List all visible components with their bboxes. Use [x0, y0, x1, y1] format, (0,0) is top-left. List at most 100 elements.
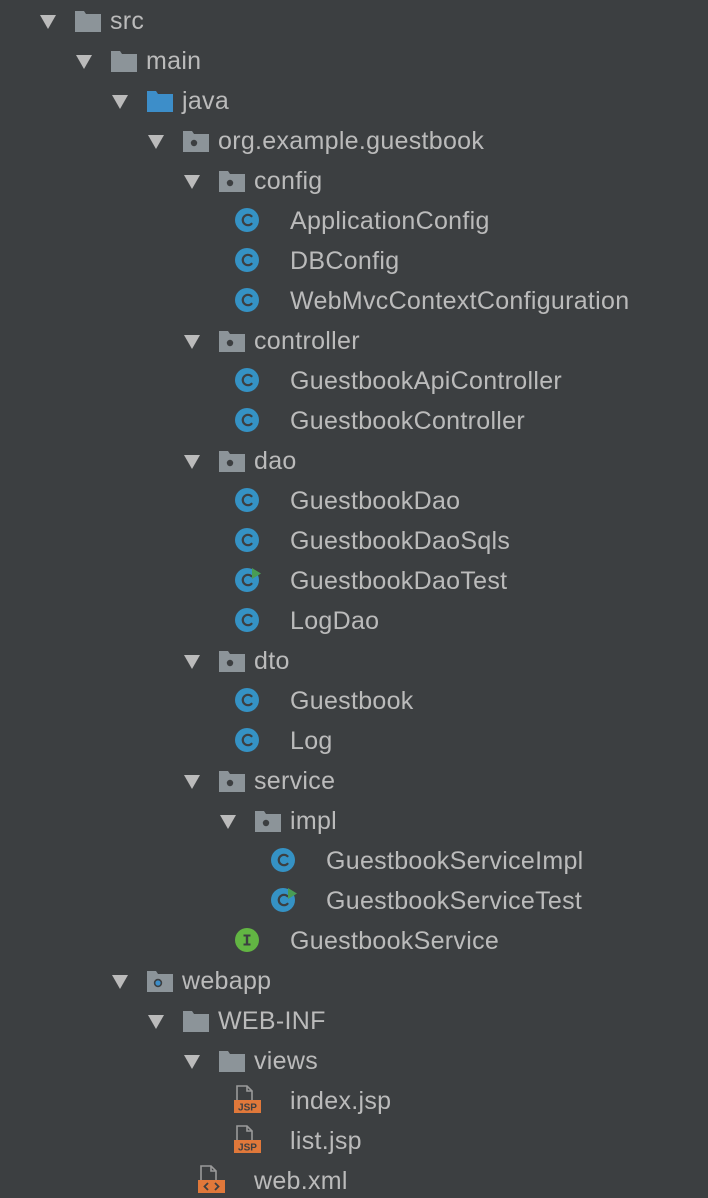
tree-node-label: webapp: [182, 967, 272, 995]
java-class-icon: [234, 247, 262, 273]
tree-node[interactable]: views: [0, 1041, 708, 1081]
jsp-file-icon: JSP: [233, 1085, 261, 1114]
expand-arrow-icon[interactable]: [182, 171, 202, 191]
java-class-icon: [234, 287, 262, 313]
java-class-icon: [234, 407, 262, 433]
expand-arrow-icon[interactable]: [146, 131, 166, 151]
tree-node-label: dto: [254, 647, 290, 675]
tree-node[interactable]: WebMvcContextConfiguration: [0, 281, 708, 321]
tree-node-label: GuestbookApiController: [290, 367, 563, 395]
expand-arrow-icon[interactable]: [74, 51, 94, 71]
tree-node-label: web.xml: [254, 1167, 348, 1195]
folder-icon: [110, 48, 138, 74]
tree-node-label: config: [254, 167, 323, 195]
tree-node[interactable]: GuestbookServiceTest: [0, 881, 708, 921]
tree-node-label: DBConfig: [290, 247, 400, 275]
package-icon: [218, 328, 246, 354]
tree-node-label: Guestbook: [290, 687, 414, 715]
tree-node-label: GuestbookService: [290, 927, 500, 955]
tree-node[interactable]: GuestbookDaoSqls: [0, 521, 708, 561]
expand-arrow-icon[interactable]: [182, 771, 202, 791]
java-class-icon: [234, 687, 262, 713]
tree-node[interactable]: webapp: [0, 961, 708, 1001]
tree-node[interactable]: WEB-INF: [0, 1001, 708, 1041]
jsp-file-icon: JSP: [233, 1125, 261, 1154]
tree-node[interactable]: main: [0, 41, 708, 81]
tree-node-label: impl: [290, 807, 338, 835]
package-icon: [254, 808, 282, 834]
tree-node[interactable]: java: [0, 81, 708, 121]
java-class-icon: [270, 847, 298, 873]
tree-node-label: GuestbookController: [290, 407, 525, 435]
test-class-icon: [270, 887, 298, 913]
tree-node[interactable]: ApplicationConfig: [0, 201, 708, 241]
tree-node[interactable]: impl: [0, 801, 708, 841]
web-folder-icon: [146, 968, 174, 994]
svg-text:JSP: JSP: [238, 1143, 257, 1154]
tree-node-label: Log: [290, 727, 333, 755]
tree-node[interactable]: GuestbookServiceImpl: [0, 841, 708, 881]
package-icon: [218, 648, 246, 674]
java-class-icon: [234, 527, 262, 553]
tree-node[interactable]: dao: [0, 441, 708, 481]
tree-node[interactable]: web.xml: [0, 1161, 708, 1198]
expand-arrow-icon[interactable]: [110, 971, 130, 991]
tree-node-label: dao: [254, 447, 297, 475]
tree-node[interactable]: GuestbookApiController: [0, 361, 708, 401]
folder-icon: [182, 1008, 210, 1034]
expand-arrow-icon[interactable]: [218, 811, 238, 831]
package-icon: [218, 768, 246, 794]
tree-node-label: GuestbookServiceImpl: [326, 847, 584, 875]
java-class-icon: [234, 487, 262, 513]
expand-arrow-icon[interactable]: [182, 451, 202, 471]
test-class-icon: [234, 567, 262, 593]
java-class-icon: [234, 727, 262, 753]
java-class-icon: [234, 207, 262, 233]
tree-node[interactable]: dto: [0, 641, 708, 681]
tree-node[interactable]: JSP index.jsp: [0, 1081, 708, 1121]
tree-node[interactable]: service: [0, 761, 708, 801]
tree-node-label: controller: [254, 327, 360, 355]
tree-node-label: GuestbookDao: [290, 487, 461, 515]
tree-node[interactable]: GuestbookService: [0, 921, 708, 961]
tree-node-label: GuestbookDaoTest: [290, 567, 508, 595]
tree-node-label: list.jsp: [290, 1127, 362, 1155]
tree-node-label: index.jsp: [290, 1087, 392, 1115]
package-icon: [182, 128, 210, 154]
expand-arrow-icon[interactable]: [182, 331, 202, 351]
tree-node[interactable]: GuestbookDaoTest: [0, 561, 708, 601]
expand-arrow-icon[interactable]: [110, 91, 130, 111]
folder-icon: [74, 8, 102, 34]
package-icon: [218, 448, 246, 474]
expand-arrow-icon[interactable]: [146, 1011, 166, 1031]
tree-node[interactable]: GuestbookController: [0, 401, 708, 441]
expand-arrow-icon[interactable]: [38, 11, 58, 31]
tree-node-label: org.example.guestbook: [218, 127, 485, 155]
tree-node[interactable]: org.example.guestbook: [0, 121, 708, 161]
tree-node-label: WEB-INF: [218, 1007, 326, 1035]
tree-node-label: WebMvcContextConfiguration: [290, 287, 630, 315]
java-interface-icon: [234, 927, 262, 953]
tree-node-label: views: [254, 1047, 319, 1075]
tree-node-label: LogDao: [290, 607, 380, 635]
java-class-icon: [234, 607, 262, 633]
java-class-icon: [234, 367, 262, 393]
tree-node[interactable]: Guestbook: [0, 681, 708, 721]
tree-node-label: GuestbookDaoSqls: [290, 527, 511, 555]
tree-node-label: ApplicationConfig: [290, 207, 490, 235]
svg-text:JSP: JSP: [238, 1103, 257, 1114]
expand-arrow-icon[interactable]: [182, 1051, 202, 1071]
tree-node-label: src: [110, 7, 145, 35]
tree-node[interactable]: JSP list.jsp: [0, 1121, 708, 1161]
tree-node[interactable]: controller: [0, 321, 708, 361]
tree-node[interactable]: LogDao: [0, 601, 708, 641]
xml-file-icon: [197, 1165, 225, 1193]
tree-node[interactable]: src: [0, 1, 708, 41]
tree-node[interactable]: config: [0, 161, 708, 201]
tree-node[interactable]: Log: [0, 721, 708, 761]
tree-node[interactable]: GuestbookDao: [0, 481, 708, 521]
tree-node[interactable]: DBConfig: [0, 241, 708, 281]
expand-arrow-icon[interactable]: [182, 651, 202, 671]
folder-icon: [218, 1048, 246, 1074]
